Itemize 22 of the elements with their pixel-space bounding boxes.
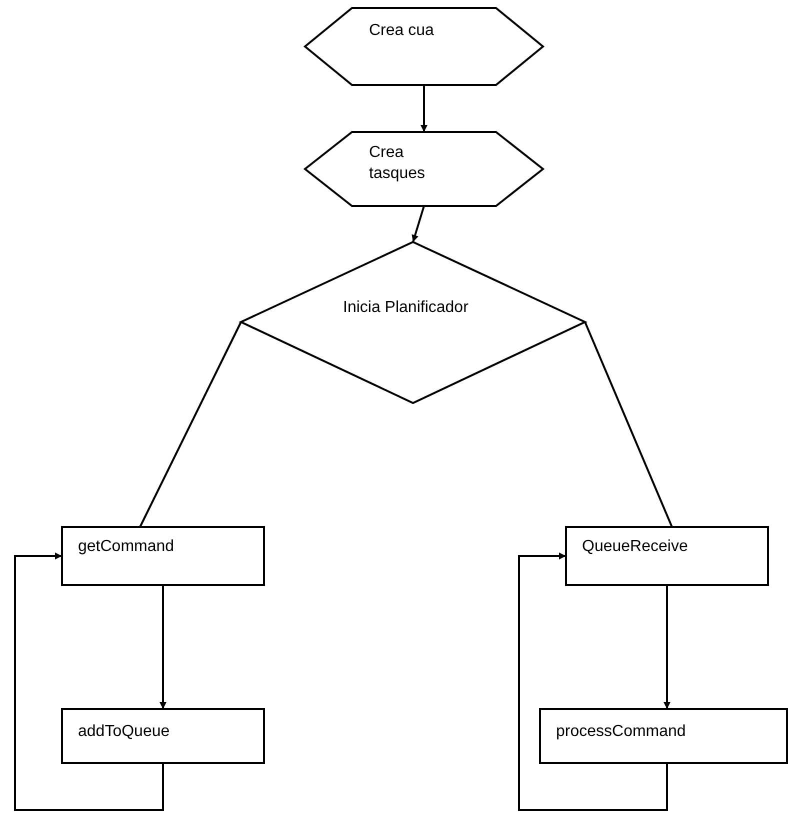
node-label: Crea tasques [369,143,426,184]
node-label: Crea cua [369,21,435,41]
arrow [518,552,668,811]
process-box [540,709,787,763]
process-box [62,527,264,585]
process-box [62,709,264,763]
decision-diamond [241,242,585,403]
arrow [14,552,164,811]
hexagon-node [305,8,543,85]
node-label: Inicia Planificador [343,298,470,318]
node-label: addToQueue [78,722,171,742]
arrow [412,206,425,242]
node-label: processCommand [556,722,687,742]
arrow [664,585,670,709]
node-label: QueueReceive [582,537,689,557]
arrow [420,85,428,132]
hexagon-node [305,132,543,206]
node-label: getCommand [78,537,176,557]
connector-line [584,322,673,528]
connector-line [139,322,242,528]
process-box [566,527,768,585]
arrow [160,585,166,709]
